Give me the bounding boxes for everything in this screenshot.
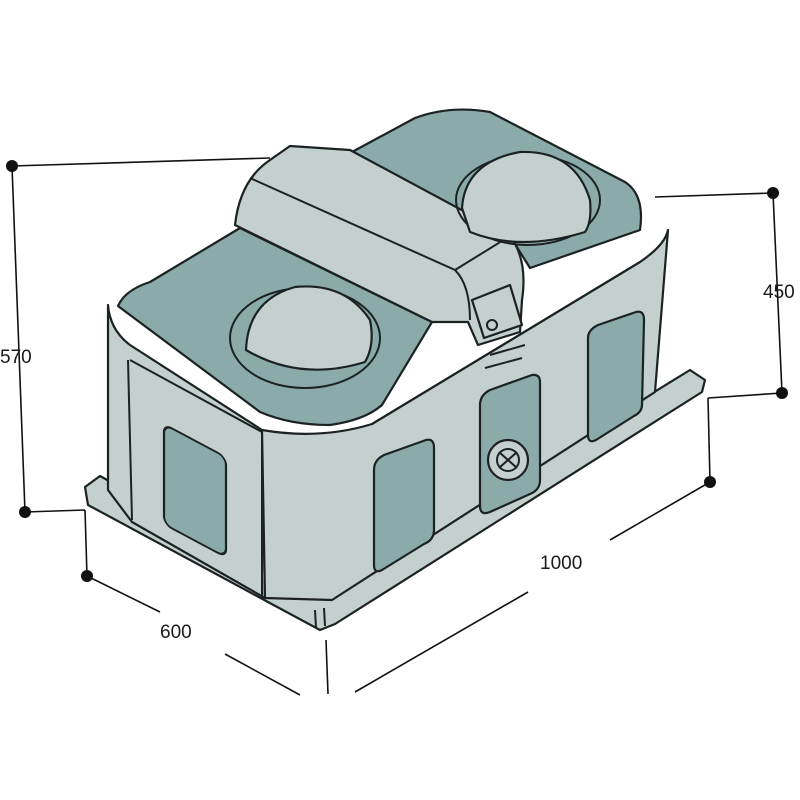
- dimension-endpoint: [6, 160, 18, 172]
- dimension-endpoint: [767, 187, 779, 199]
- valve-inner: [496, 448, 520, 472]
- trough: [83, 108, 707, 632]
- outlet-hole: [486, 319, 498, 331]
- window: [586, 310, 646, 443]
- base-notch: [314, 607, 326, 629]
- dimension-endpoint: [704, 476, 716, 488]
- window: [372, 438, 436, 573]
- window: [162, 426, 228, 556]
- length-1000-label: 1000: [540, 553, 583, 574]
- body-edges: [127, 261, 641, 598]
- outlet-box: [470, 283, 524, 340]
- valve-cross: [498, 451, 518, 469]
- dimension-lines: [6, 157, 788, 696]
- left-float-dome: [244, 285, 373, 371]
- dimension-endpoint: [776, 387, 788, 399]
- width-600-label: 600: [160, 622, 192, 643]
- right-float-dome: [460, 150, 592, 244]
- height-570-label: 570: [0, 347, 32, 368]
- dimension-endpoint: [81, 570, 93, 582]
- dimension-endpoint: [19, 506, 31, 518]
- height-450-label: 450: [763, 282, 795, 303]
